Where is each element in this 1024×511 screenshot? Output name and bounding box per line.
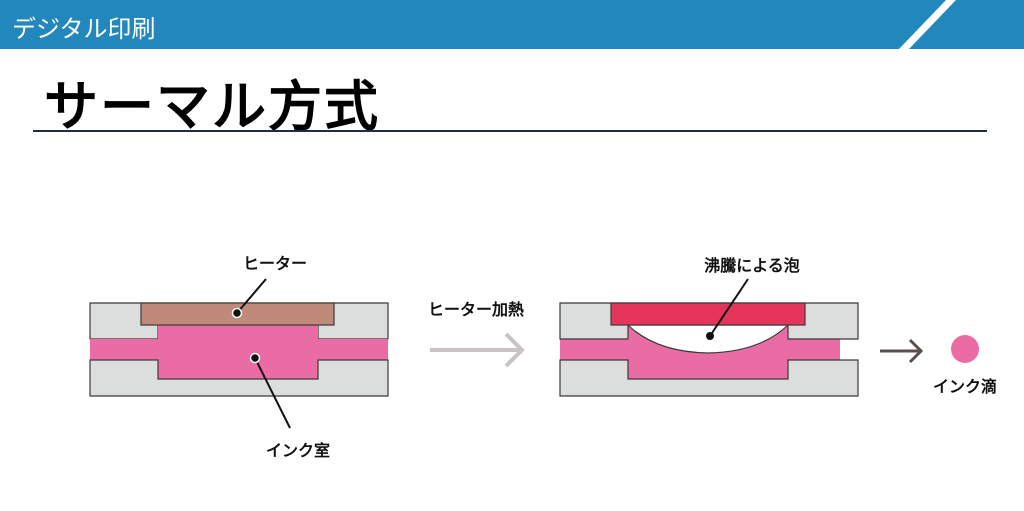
heating-arrow xyxy=(430,332,525,368)
ink-chamber-pointer xyxy=(249,352,291,429)
nozzle-after xyxy=(559,302,859,397)
heating-label: ヒーター加熱 xyxy=(427,300,525,319)
nozzle-before xyxy=(89,302,389,397)
eject-arrow xyxy=(880,338,924,364)
heater-hot xyxy=(610,302,806,326)
heater-pointer xyxy=(231,278,267,319)
header-stripe xyxy=(898,0,956,50)
ink-chamber-label: インク室 xyxy=(265,441,331,460)
bottom-plate xyxy=(559,359,859,397)
title-divider xyxy=(33,130,987,132)
category-label: デジタル印刷 xyxy=(12,15,156,43)
ink-droplet-label: インク滴 xyxy=(932,377,998,396)
heater-label: ヒーター xyxy=(242,254,308,273)
bubble-pointer xyxy=(706,278,749,340)
bubble-label: 沸騰による泡 xyxy=(704,256,800,275)
header-bar: デジタル印刷 xyxy=(0,0,1024,49)
page-title: サーマル方式 xyxy=(44,74,380,138)
bottom-plate xyxy=(89,359,389,397)
ink-chamber xyxy=(90,325,388,379)
ink-droplet xyxy=(951,335,979,363)
